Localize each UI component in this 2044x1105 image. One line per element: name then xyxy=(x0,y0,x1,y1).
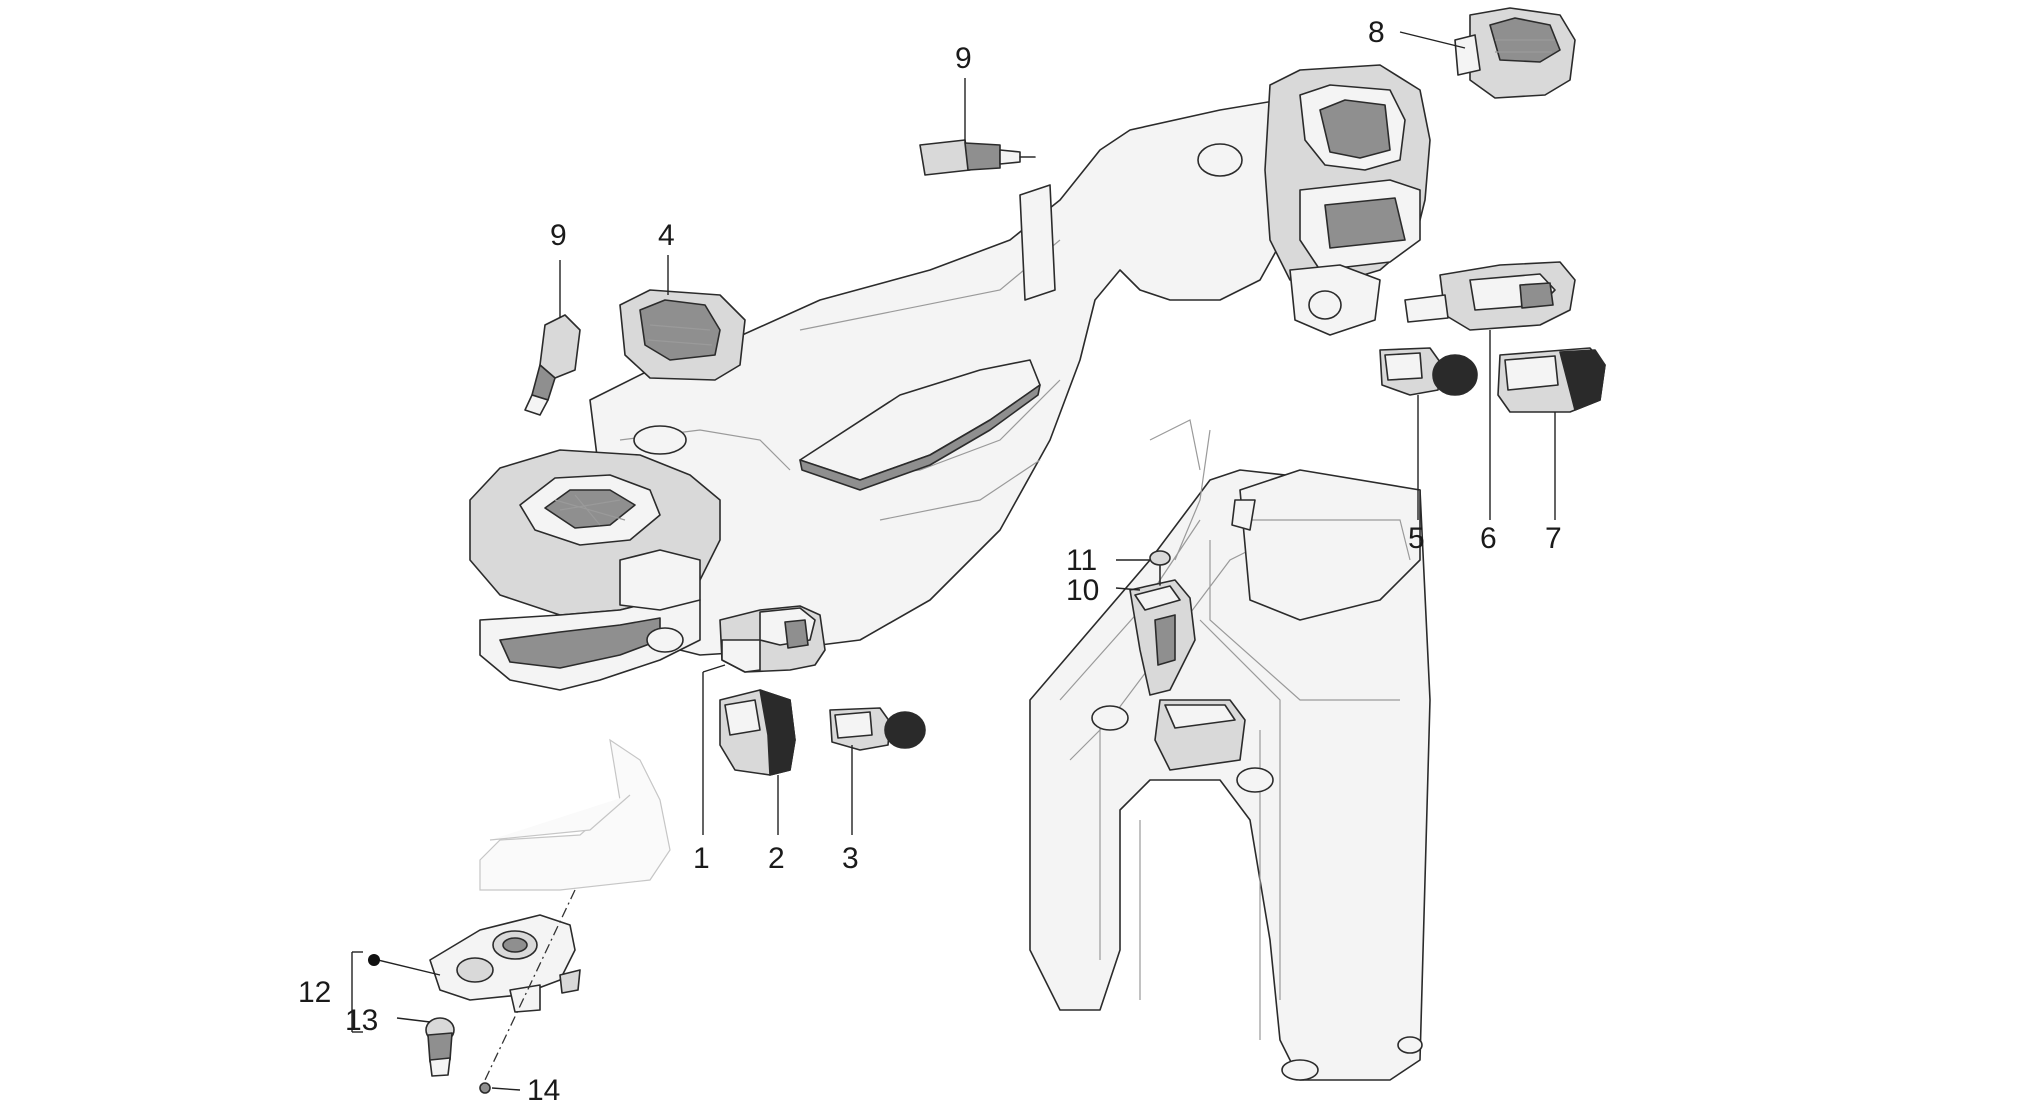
callout-4: 4 xyxy=(658,219,675,252)
callout-1: 1 xyxy=(693,842,710,875)
part-13-socket xyxy=(425,1017,455,1077)
part-3-push-button xyxy=(829,707,926,751)
part-14-screw xyxy=(479,1082,491,1094)
storage-compartment xyxy=(1029,419,1431,1081)
callout-11: 11 xyxy=(1066,544,1097,577)
callout-6: 6 xyxy=(1480,522,1497,555)
part-6-switch-cover xyxy=(1404,261,1576,331)
callout-8: 8 xyxy=(1368,16,1385,49)
callout-14: 14 xyxy=(527,1074,560,1105)
part-11-screw xyxy=(1149,550,1171,586)
callout-12: 12 xyxy=(298,976,331,1009)
part-2-rocker-switch xyxy=(719,689,796,776)
part-7-rocker-switch xyxy=(1497,347,1606,413)
part-1-switch-cover xyxy=(719,605,826,673)
handlebar-cover-assembly xyxy=(469,64,1431,691)
callout-5: 5 xyxy=(1408,522,1425,555)
part-12-panel xyxy=(429,914,581,1013)
leader-lines xyxy=(351,31,1556,1091)
callout-7: 7 xyxy=(1545,522,1562,555)
callout-3: 3 xyxy=(842,842,859,875)
callout-10: 10 xyxy=(1066,574,1099,607)
handlebar-cover-body xyxy=(589,99,1301,656)
part-4-switch-cap xyxy=(619,289,746,381)
light-cover xyxy=(479,738,671,891)
callout-labels: 1 2 3 4 5 6 7 8 9 9 10 11 12 13 14 xyxy=(298,16,1562,1105)
callout-9-upper: 9 xyxy=(955,42,972,75)
callout-13: 13 xyxy=(345,1004,378,1037)
part-5-push-button xyxy=(1379,347,1478,396)
part-8-switch-cap xyxy=(1454,7,1576,99)
part-10-latch xyxy=(1129,579,1196,696)
part-9-upper-sensor xyxy=(919,139,1036,176)
part-9-left-sensor xyxy=(524,314,581,416)
storage-box-body xyxy=(1029,469,1431,1081)
callout-2: 2 xyxy=(768,842,785,875)
callout-9-left: 9 xyxy=(550,219,567,252)
